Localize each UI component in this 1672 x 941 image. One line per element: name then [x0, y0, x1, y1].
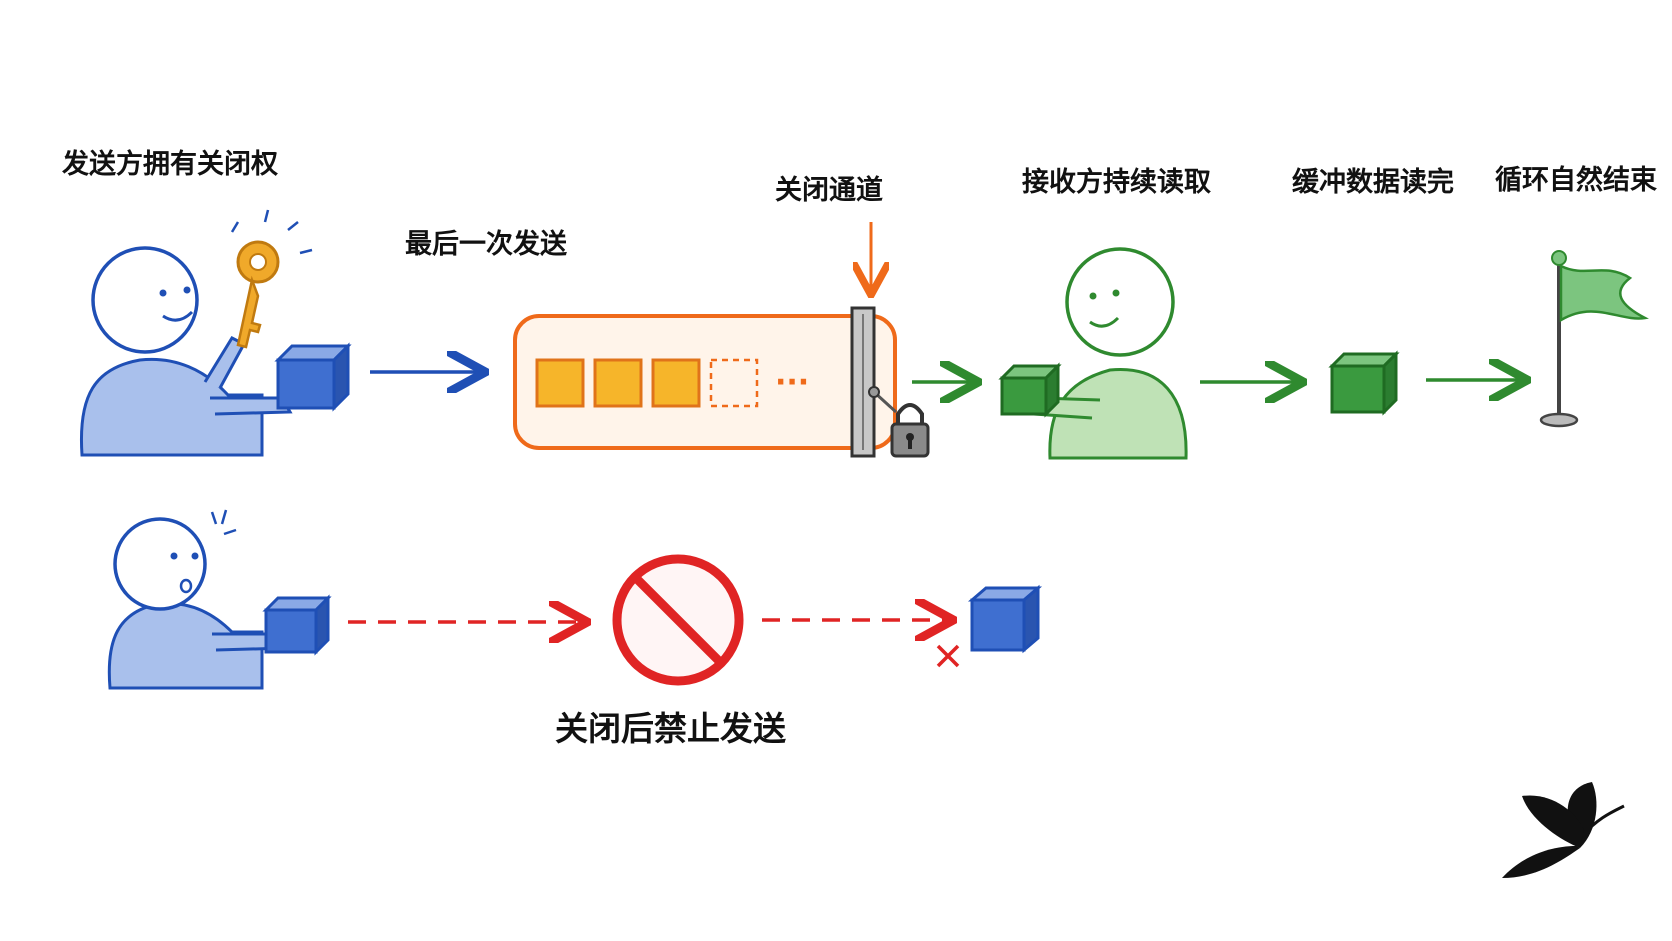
key-icon: [230, 209, 313, 349]
buffer-slot-filled: [593, 358, 643, 408]
buffer-slot-empty: [709, 358, 759, 408]
label-last-send: 最后一次发送: [405, 228, 567, 260]
cross-icon: [936, 644, 960, 668]
butterfly-logo: [1502, 782, 1625, 878]
label-buffer-done: 缓冲数据读完: [1292, 166, 1454, 198]
data-cube-blue-rejected: [967, 584, 1043, 654]
channel-gate: [850, 306, 876, 458]
data-cube-green: [998, 362, 1062, 418]
label-no-send-after-close: 关闭后禁止发送: [555, 709, 786, 748]
label-loop-ends: 循环自然结束: [1495, 164, 1657, 196]
label-close-channel: 关闭通道: [775, 174, 883, 206]
buffer-slot-filled: [651, 358, 701, 408]
buffer-ellipsis: ···: [775, 365, 809, 400]
channel-buffer: ···: [513, 314, 897, 450]
data-cube-blue: [262, 594, 332, 656]
flag-icon: [1539, 250, 1649, 428]
prohibited-icon: [612, 554, 744, 686]
label-receiver-reads: 接收方持续读取: [1022, 166, 1211, 198]
sender-figure-confused: [107, 509, 291, 690]
data-cube-blue: [274, 342, 352, 412]
buffer-slot-filled: [535, 358, 585, 408]
receiver-figure: [1031, 247, 1188, 460]
lock-icon: [868, 386, 930, 458]
data-cube-green: [1328, 350, 1400, 416]
label-sender-owns-close: 发送方拥有关闭权: [61, 148, 278, 180]
